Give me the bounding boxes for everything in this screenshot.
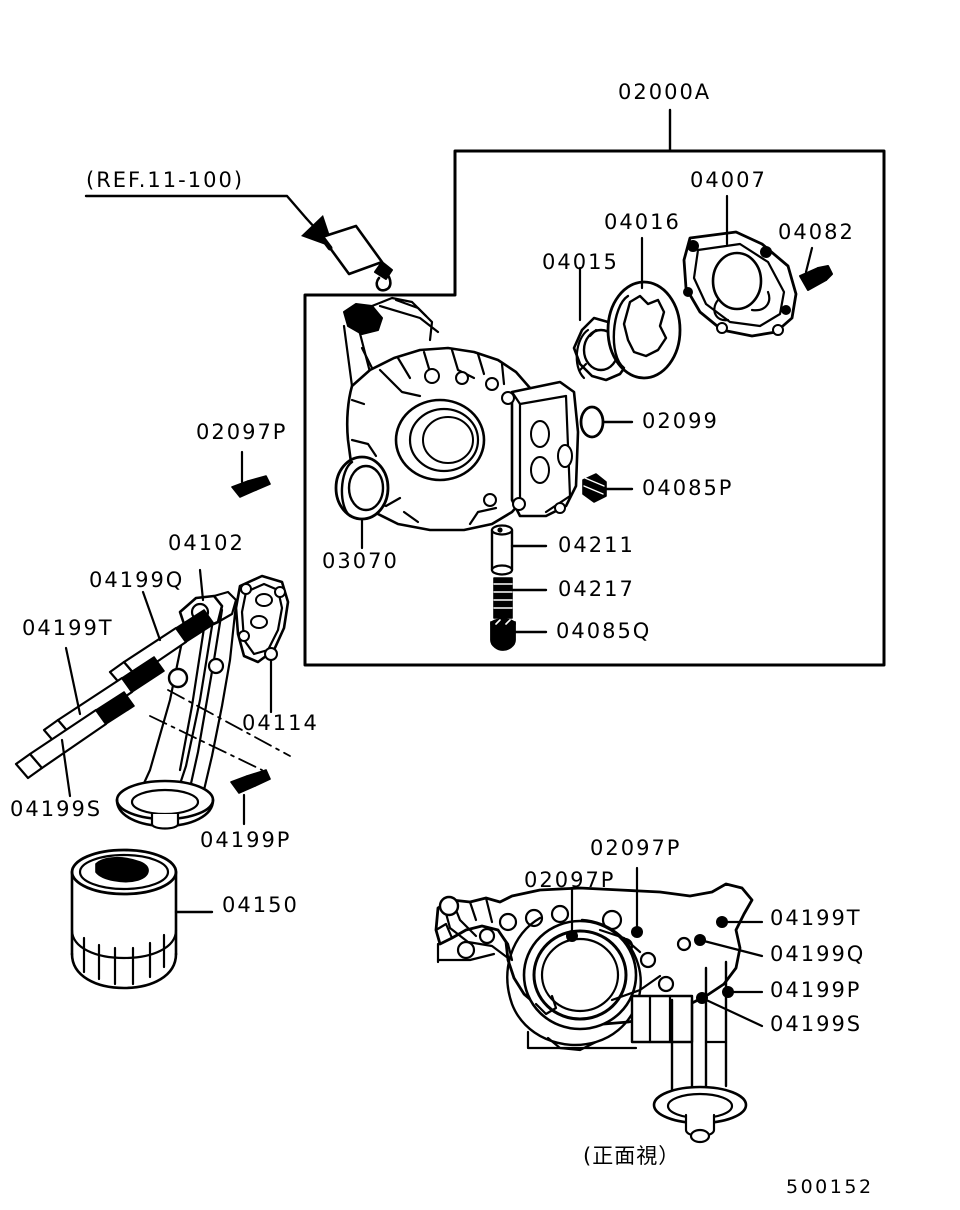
strainer-gasket-04114 <box>234 574 290 714</box>
inset-label-04199T: 04199T <box>770 906 862 930</box>
relief-plunger-04211 <box>490 524 548 576</box>
inset-front-view-art <box>434 866 764 1144</box>
flange-bolt-04199Q <box>108 590 215 688</box>
label-04211: 04211 <box>558 533 635 557</box>
label-04082: 04082 <box>778 220 855 244</box>
inset-label-02097P-left: 02097P <box>524 868 616 892</box>
sealant-tube-icon <box>315 224 393 292</box>
label-04114: 04114 <box>242 711 319 735</box>
inset-caption: (正面視） <box>583 1144 681 1168</box>
oil-strainer-04102 <box>115 568 238 830</box>
flange-bolt-04199S <box>14 691 135 798</box>
reference-leader <box>84 194 334 248</box>
label-02099: 02099 <box>642 409 719 433</box>
inset-label-04199P: 04199P <box>770 978 862 1002</box>
oil-pump-body-art <box>342 296 580 532</box>
drawing-number: 500152 <box>786 1176 874 1198</box>
flange-bolt-04199T <box>42 646 165 746</box>
relief-plug-04085P <box>582 473 634 503</box>
label-04085Q: 04085Q <box>556 619 652 643</box>
label-04199P: 04199P <box>200 828 292 852</box>
label-04150: 04150 <box>222 893 299 917</box>
label-02097P: 02097P <box>196 420 288 444</box>
label-04102: 04102 <box>168 531 245 555</box>
inset-label-04199S: 04199S <box>770 1012 863 1036</box>
label-04199S: 04199S <box>10 797 103 821</box>
inset-label-04199Q: 04199Q <box>770 942 866 966</box>
relief-cap-04085Q <box>490 618 548 651</box>
label-04015: 04015 <box>542 250 619 274</box>
cover-screw-04082 <box>799 246 833 291</box>
oil-filter-04150 <box>70 848 214 990</box>
o-ring-02099 <box>579 405 634 439</box>
label-04217: 04217 <box>558 577 635 601</box>
label-04085P: 04085P <box>642 476 734 500</box>
pump-cover-04007 <box>682 194 798 338</box>
oil-seal-03070 <box>334 455 390 550</box>
label-04199Q: 04199Q <box>89 568 185 592</box>
label-04199T: 04199T <box>22 616 114 640</box>
relief-spring-04217 <box>493 577 548 619</box>
label-03070: 03070 <box>322 549 399 573</box>
label-reference: (REF.11-100) <box>86 168 245 192</box>
label-04007: 04007 <box>690 168 767 192</box>
label-02000A: 02000A <box>618 80 712 104</box>
body-bolt-02097P <box>231 450 271 498</box>
inset-label-02097P-upper: 02097P <box>590 836 682 860</box>
inner-rotor-04015 <box>572 266 636 382</box>
label-04016: 04016 <box>604 210 681 234</box>
